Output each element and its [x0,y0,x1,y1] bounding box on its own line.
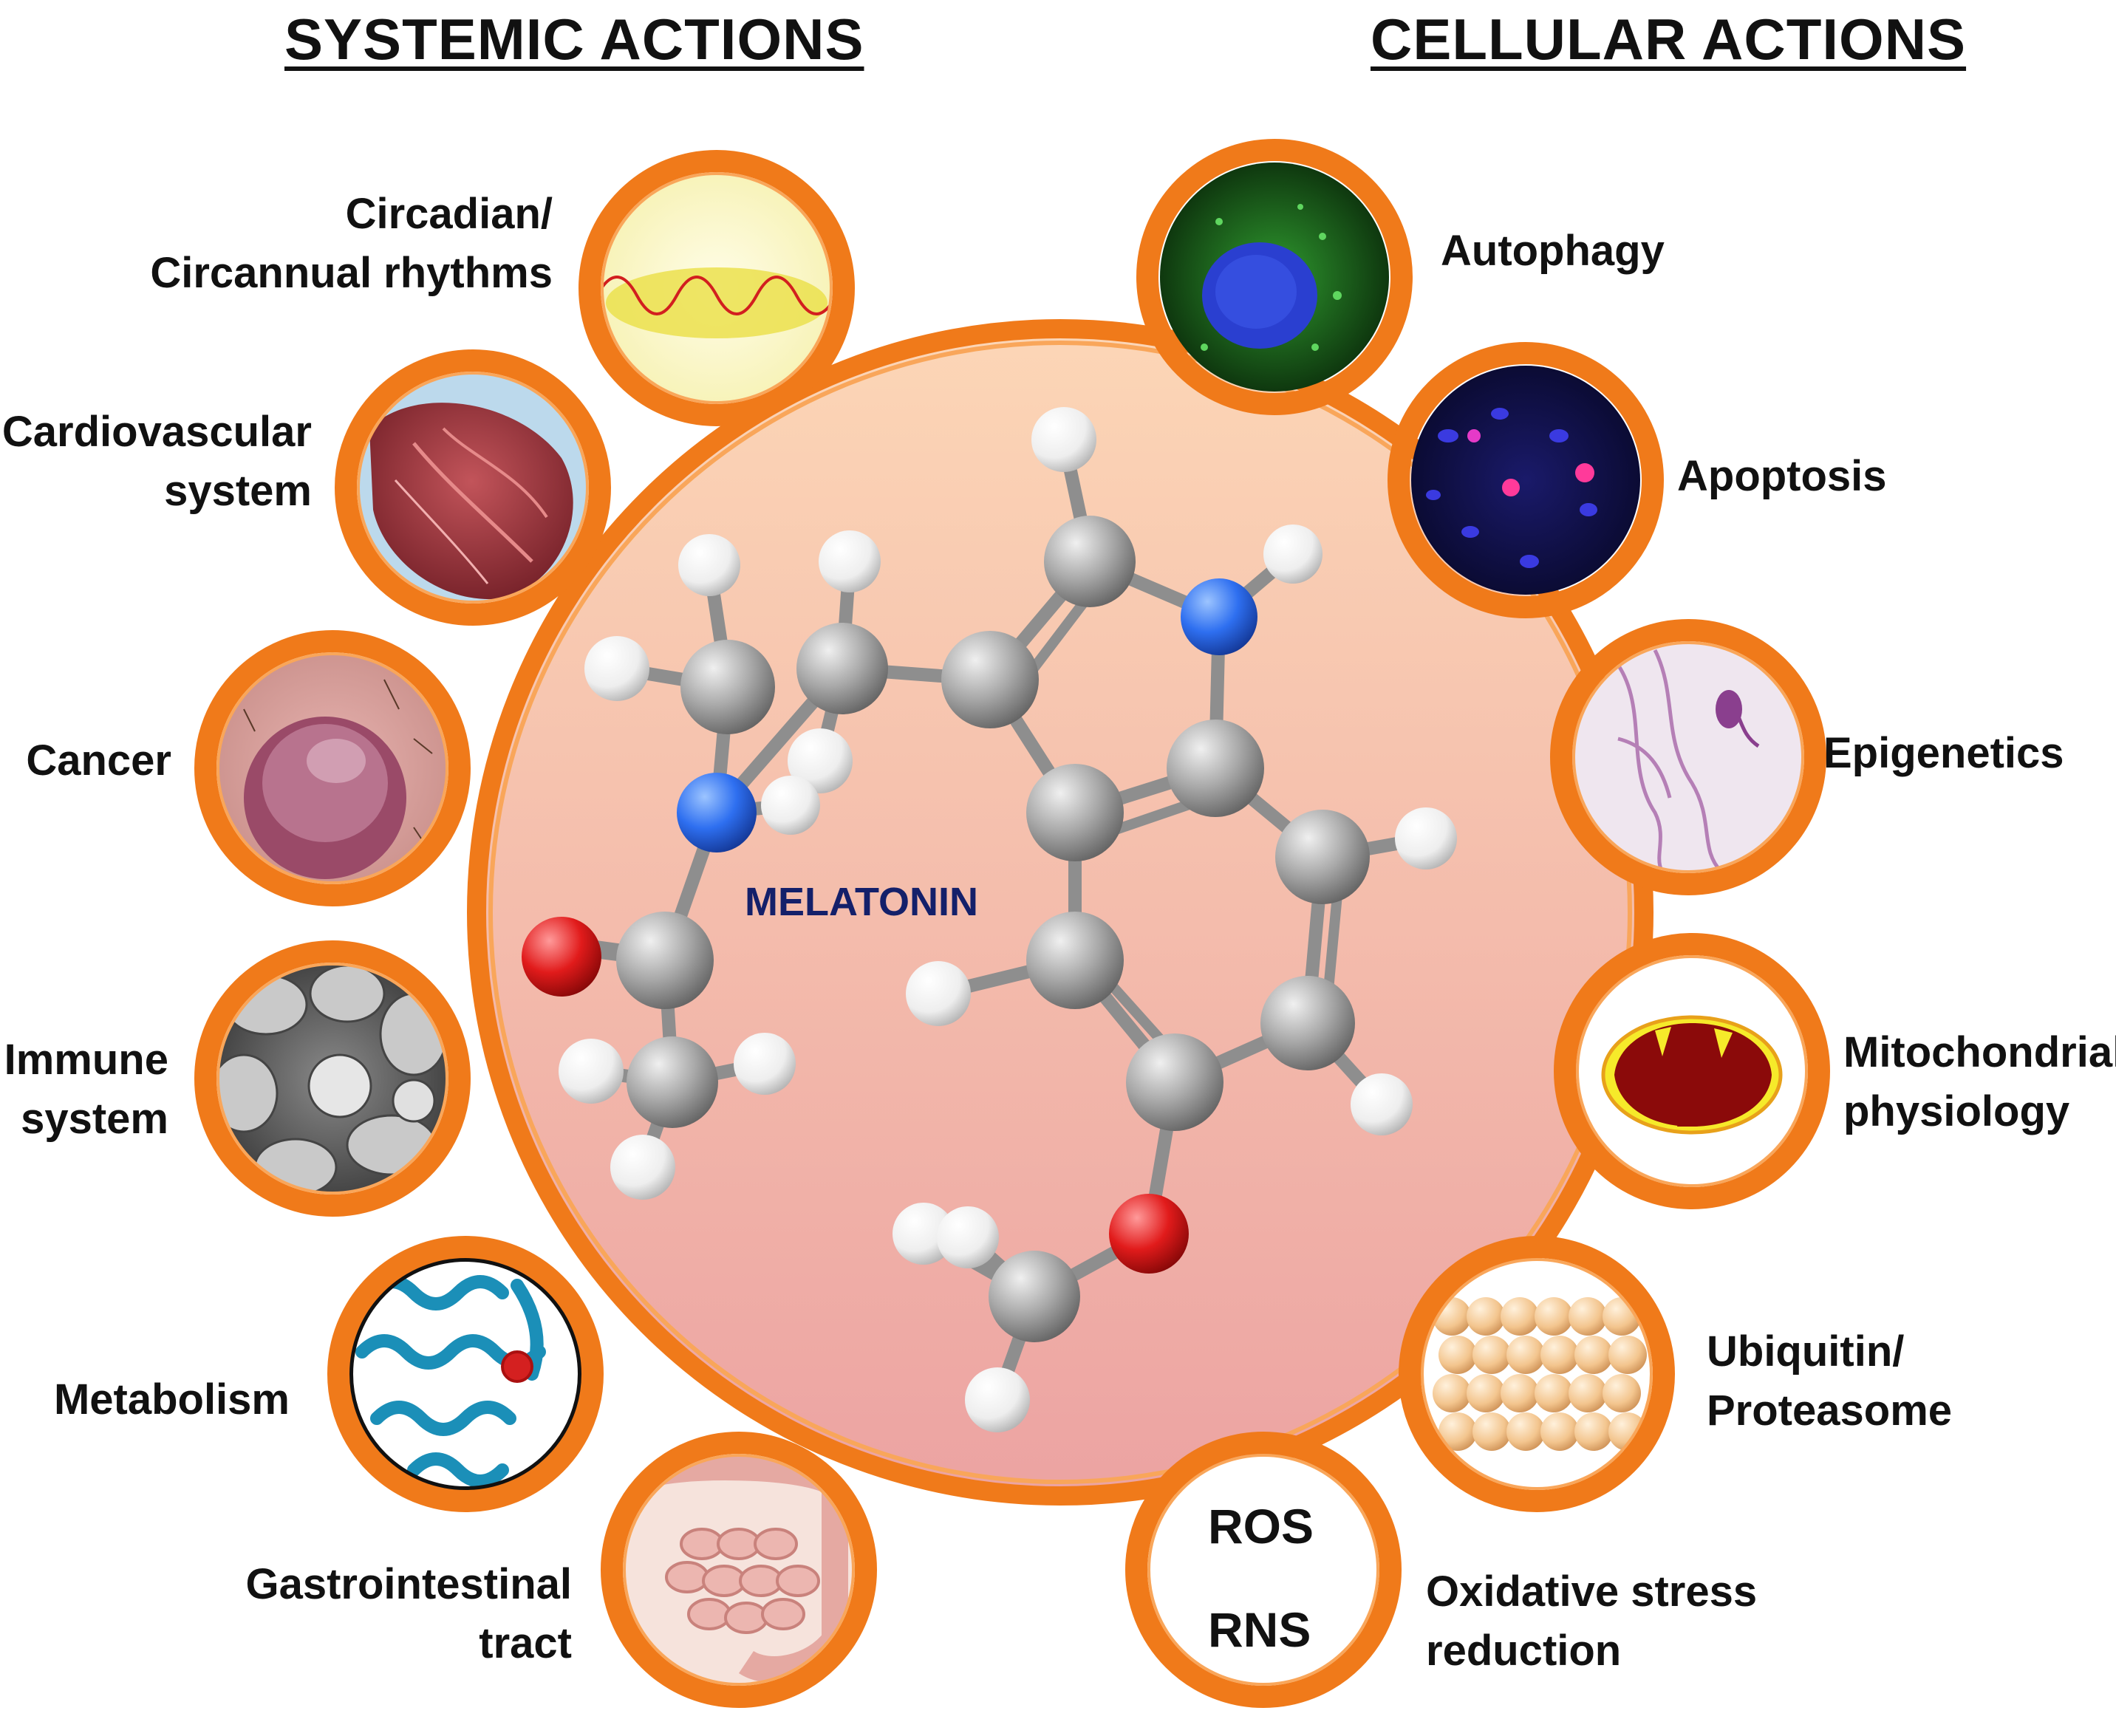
proteasome-subunit [1535,1374,1573,1412]
ros-label: ROS [1208,1499,1314,1554]
proteasome-subunit [1506,1336,1545,1374]
hydrogen-atom [788,728,853,793]
hydrogen-atom [734,1033,796,1095]
proteasome-subunit [1574,1336,1613,1374]
proteasome-subunit [1569,1374,1607,1412]
label-cancer: Cancer [26,737,171,785]
proteasome-subunit [1540,1336,1579,1374]
label-apoptosis: Apoptosis [1677,452,1887,500]
proteasome-icon [1399,1236,1675,1512]
proteasome-subunit [1472,1336,1511,1374]
proteasome-subunit [1540,1412,1579,1451]
label-circadian: Circadian/Circannual rhythms [150,190,553,297]
carbon-atom [1167,720,1264,817]
hydrogen-atom [1263,524,1322,584]
systemic-actions-header: SYSTEMIC ACTIONS [284,7,864,72]
rhythm-wave-icon [579,150,855,426]
proteasome-subunit [1472,1412,1511,1451]
hydrogen-atom [965,1367,1030,1432]
carbon-atom [941,631,1039,728]
carbon-atom [680,640,775,734]
proteasome-subunit [1467,1297,1505,1336]
carbon-atom [1026,912,1124,1009]
intestine-image [601,1432,877,1708]
heart-image [335,349,611,626]
proteasome-subunit [1574,1412,1613,1451]
oxygen-atom [522,917,601,997]
carbon-atom [1126,1033,1223,1131]
hydrogen-atom [678,534,740,596]
proteasome-subunit [1467,1374,1505,1412]
proteasome-subunit [1569,1297,1607,1336]
blood-cells-image [194,940,471,1217]
fluorescent-cell-image [1136,139,1413,415]
ros-rns-icon [1125,1432,1402,1708]
hydrogen-atom [893,1203,955,1265]
proteasome-subunit [1438,1412,1477,1451]
proteasome-subunit [1535,1297,1573,1336]
proteasome-subunit [1501,1374,1539,1412]
carbon-atom [796,623,888,714]
hydrogen-atom [937,1206,999,1268]
hydrogen-atom [1395,807,1457,869]
carbon-atom [1044,516,1136,607]
label-epigenetics: Epigenetics [1823,729,2064,777]
hydrogen-atom [1031,407,1096,472]
hydrogen-atom [584,636,649,701]
label-metabolism: Metabolism [53,1376,290,1424]
chromosome-image [1550,619,1826,895]
rns-label: RNS [1208,1602,1311,1657]
label-ubiquitin: Ubiquitin/Proteasome [1707,1327,1953,1435]
carbon-atom [989,1251,1080,1342]
central-circle [467,319,1653,1506]
label-autophagy: Autophagy [1441,227,1665,275]
carbon-atom [616,912,714,1009]
proteasome-subunit [1438,1336,1477,1374]
melatonin-atoms [522,407,1457,1432]
oxygen-atom [1109,1194,1189,1274]
proteasome-subunit [1506,1412,1545,1451]
molecule-name: MELATONIN [745,880,978,924]
carbon-atom [1026,764,1124,861]
apoptotic-nuclei-image [1388,342,1664,618]
proteasome-subunit [1603,1374,1641,1412]
protein-structure-image [327,1236,604,1512]
carbon-atom [1260,976,1355,1070]
skin-tumor-image [194,630,471,906]
hydrogen-atom [819,530,881,592]
nitrogen-atom [1181,578,1257,655]
carbon-atom [627,1036,718,1128]
hydrogen-atom [906,961,971,1026]
hydrogen-atom [610,1135,675,1200]
proteasome-subunit [1501,1297,1539,1336]
nitrogen-atom [677,773,757,852]
hydrogen-atom [761,776,820,835]
proteasome-subunit [1608,1336,1647,1374]
proteasome-subunit [1433,1374,1471,1412]
mitochondrion-icon [1554,933,1830,1209]
carbon-atom [1275,810,1370,904]
hydrogen-atom [559,1039,624,1104]
cellular-actions-header: CELLULAR ACTIONS [1371,7,1967,72]
hydrogen-atom [1351,1073,1413,1135]
